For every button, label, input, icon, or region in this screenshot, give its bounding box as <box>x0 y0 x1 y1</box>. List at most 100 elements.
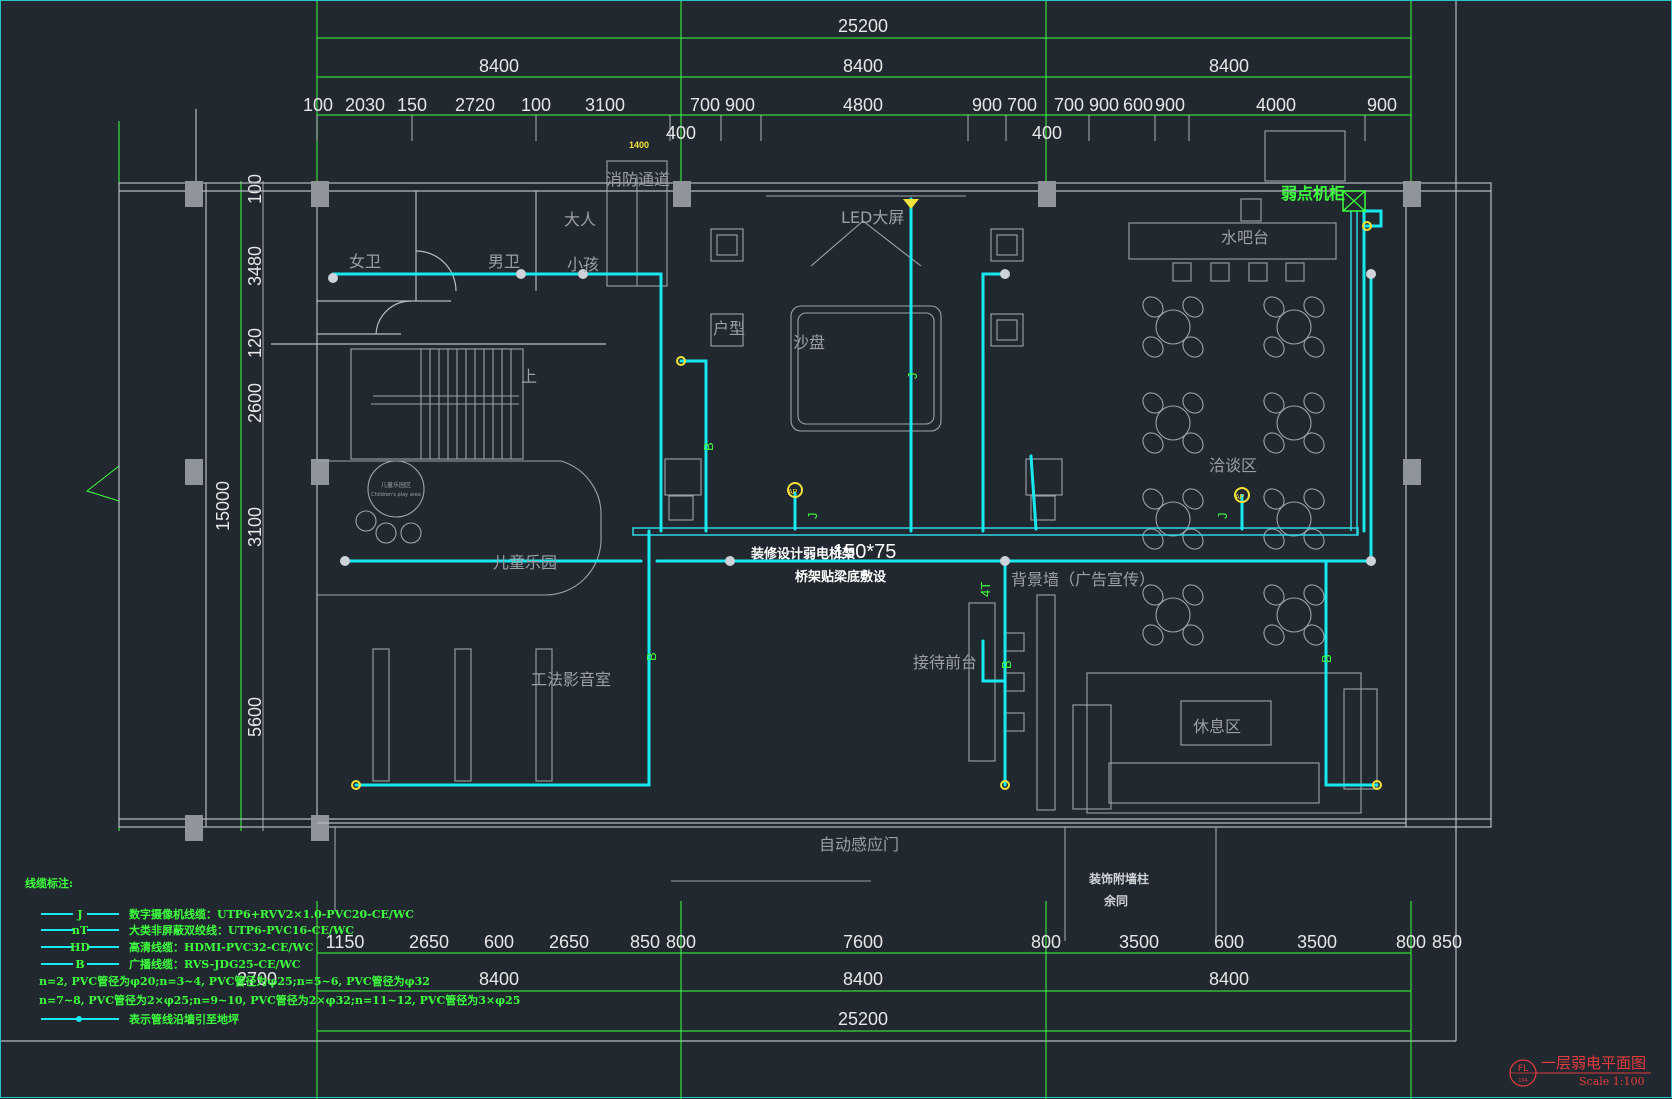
dim-left-total: 15000 <box>213 481 233 531</box>
label-deco-column: 装饰附墙柱 <box>1088 871 1149 886</box>
dim-bottom-seg-9: 3500 <box>1119 932 1159 952</box>
label-weak-cabinet: 弱点机柜 <box>1281 184 1345 203</box>
legend-code-hd: HD <box>70 941 90 954</box>
dim-top-bay-2: 8400 <box>843 56 883 76</box>
tray-size: 150*75 <box>833 541 896 563</box>
dim-bottom-seg-3: 600 <box>484 932 514 952</box>
label-theater: 工法影音室 <box>531 670 611 689</box>
legend-code-nt: nT <box>72 924 89 937</box>
dim-bottom-extra: 2700 <box>237 969 277 989</box>
table-set <box>1142 296 1204 358</box>
dim-seg-10: 900 <box>972 95 1002 115</box>
dim-bottom-total: 25200 <box>838 1009 888 1029</box>
label-background-wall: 背景墙（广告宣传） <box>1011 570 1155 589</box>
dim-seg-12: 700 <box>1054 95 1084 115</box>
dim-bottom-seg-5: 850 <box>630 932 660 952</box>
dim-seg-4: 2720 <box>455 95 495 115</box>
room-labels: 女卫 男卫 大人 小孩 消防通道 1400 上 LED大屏 沙盘 户型 水吧台 … <box>349 140 1345 908</box>
dim-bottom-seg-4: 2650 <box>549 932 589 952</box>
tag-b-4: B <box>1319 654 1334 663</box>
legend-text-hd: 高清线缆：HDMI-PVC32-CE/WC <box>129 940 314 954</box>
dim-bottom-seg-8: 800 <box>1031 932 1061 952</box>
label-led-screen: LED大屏 <box>841 208 904 227</box>
legend-note-1: n=2, PVC管径为φ20;n=3~4, PVC管径为φ25;n=5~6, P… <box>39 974 430 988</box>
dim-left-4: 2600 <box>245 383 265 423</box>
legend-note-2: n=7~8, PVC管径为2×φ25;n=9~10, PVC管径为2×φ32;n… <box>39 993 520 1007</box>
node-bar <box>1366 269 1376 279</box>
title-block: FL 104 一层弱电平面图 Scale 1:100 <box>1509 1054 1651 1088</box>
dim-seg-15: 900 <box>1155 95 1185 115</box>
dim-sub-2: 400 <box>1032 123 1062 143</box>
dim-bottom-bay-3: 8400 <box>1209 969 1249 989</box>
label-unit-type: 户型 <box>713 319 745 338</box>
dim-sub-1: 400 <box>666 123 696 143</box>
dim-seg-2: 2030 <box>345 95 385 115</box>
node-tray-left <box>725 556 735 566</box>
node-unit-type <box>676 356 686 366</box>
tag-j-1: J <box>905 373 920 380</box>
sheet-scale: Scale 1:100 <box>1579 1075 1644 1088</box>
dim-seg-5: 100 <box>521 95 551 115</box>
node-reception <box>1000 780 1010 790</box>
label-lounge: 休息区 <box>1193 717 1241 736</box>
node-tray-right <box>1366 556 1376 566</box>
node-display <box>1000 269 1010 279</box>
node-lounge <box>1372 780 1382 790</box>
label-auto-door: 自动感应门 <box>819 835 899 854</box>
table-set <box>1263 296 1325 358</box>
tag-ap-1: AP <box>788 489 798 496</box>
dim-seg-13: 900 <box>1089 95 1119 115</box>
table-set <box>1263 584 1325 646</box>
dim-bottom-seg-7: 7600 <box>843 932 883 952</box>
legend-code-b: B <box>75 958 84 971</box>
tag-b-2: B <box>644 652 659 661</box>
legend-code-j: J <box>76 908 82 921</box>
ap-icon-2 <box>1234 487 1250 503</box>
dim-bottom-bay-1: 8400 <box>479 969 519 989</box>
sheet-badge-sub: 104 <box>1518 1078 1528 1084</box>
label-male-wc: 男卫 <box>488 252 520 271</box>
node-theater <box>351 780 361 790</box>
label-fire-passage: 消防通道 <box>606 170 670 189</box>
table-set <box>1142 584 1204 646</box>
dim-bottom-seg-11: 3500 <box>1297 932 1337 952</box>
dim-bottom-seg-12: 800 <box>1396 932 1426 952</box>
dim-seg-6: 3100 <box>585 95 625 115</box>
cable-tray <box>632 211 1359 536</box>
dim-seg-3: 150 <box>397 95 427 115</box>
label-sandtable: 沙盘 <box>793 333 825 352</box>
label-deco-column-note: 余同 <box>1103 893 1128 908</box>
label-adult: 大人 <box>564 210 596 229</box>
dim-left-6: 5600 <box>245 697 265 737</box>
dim-bottom-seg-13: 850 <box>1432 932 1462 952</box>
dim-seg-7: 700 <box>690 95 720 115</box>
table-set <box>1142 488 1204 550</box>
legend-note-3: 表示管线沿墙引至地坪 <box>128 1012 239 1026</box>
dim-seg-8: 900 <box>725 95 755 115</box>
dim-seg-9: 4800 <box>843 95 883 115</box>
dim-bottom-seg-2: 2650 <box>409 932 449 952</box>
dim-seg-11: 700 <box>1007 95 1037 115</box>
tag-ap-2: AP <box>1235 494 1245 501</box>
sheet-title: 一层弱电平面图 <box>1541 1054 1646 1072</box>
legend-text-b: 广播线缆：RVS-JDG25-CE/WC <box>129 957 301 971</box>
node-kids-park <box>340 556 350 566</box>
tray-note: 桥架贴梁底敷设 <box>795 569 887 585</box>
cable-tags: B B B B J J J 4T AP AP <box>644 373 1334 670</box>
dim-seg-1: 100 <box>303 95 333 115</box>
dim-top-bay-3: 8400 <box>1209 56 1249 76</box>
label-child: 小孩 <box>567 255 599 274</box>
dim-bottom-seg-1: 1150 <box>326 932 365 952</box>
tag-b-3: B <box>999 660 1014 669</box>
tag-j-2: J <box>805 513 820 520</box>
node-male-wc <box>516 269 526 279</box>
dim-left-3: 120 <box>245 328 265 358</box>
dim-left-1: 100 <box>245 174 265 204</box>
label-reception: 接待前台 <box>913 653 977 672</box>
legend-text-nt: 大类非屏蔽双绞线：UTP6-PVC16-CE/WC <box>129 923 354 937</box>
dim-left-2: 3480 <box>245 246 265 286</box>
label-kids-park: 儿童乐园 <box>493 553 557 572</box>
tag-4t: 4T <box>978 582 993 597</box>
